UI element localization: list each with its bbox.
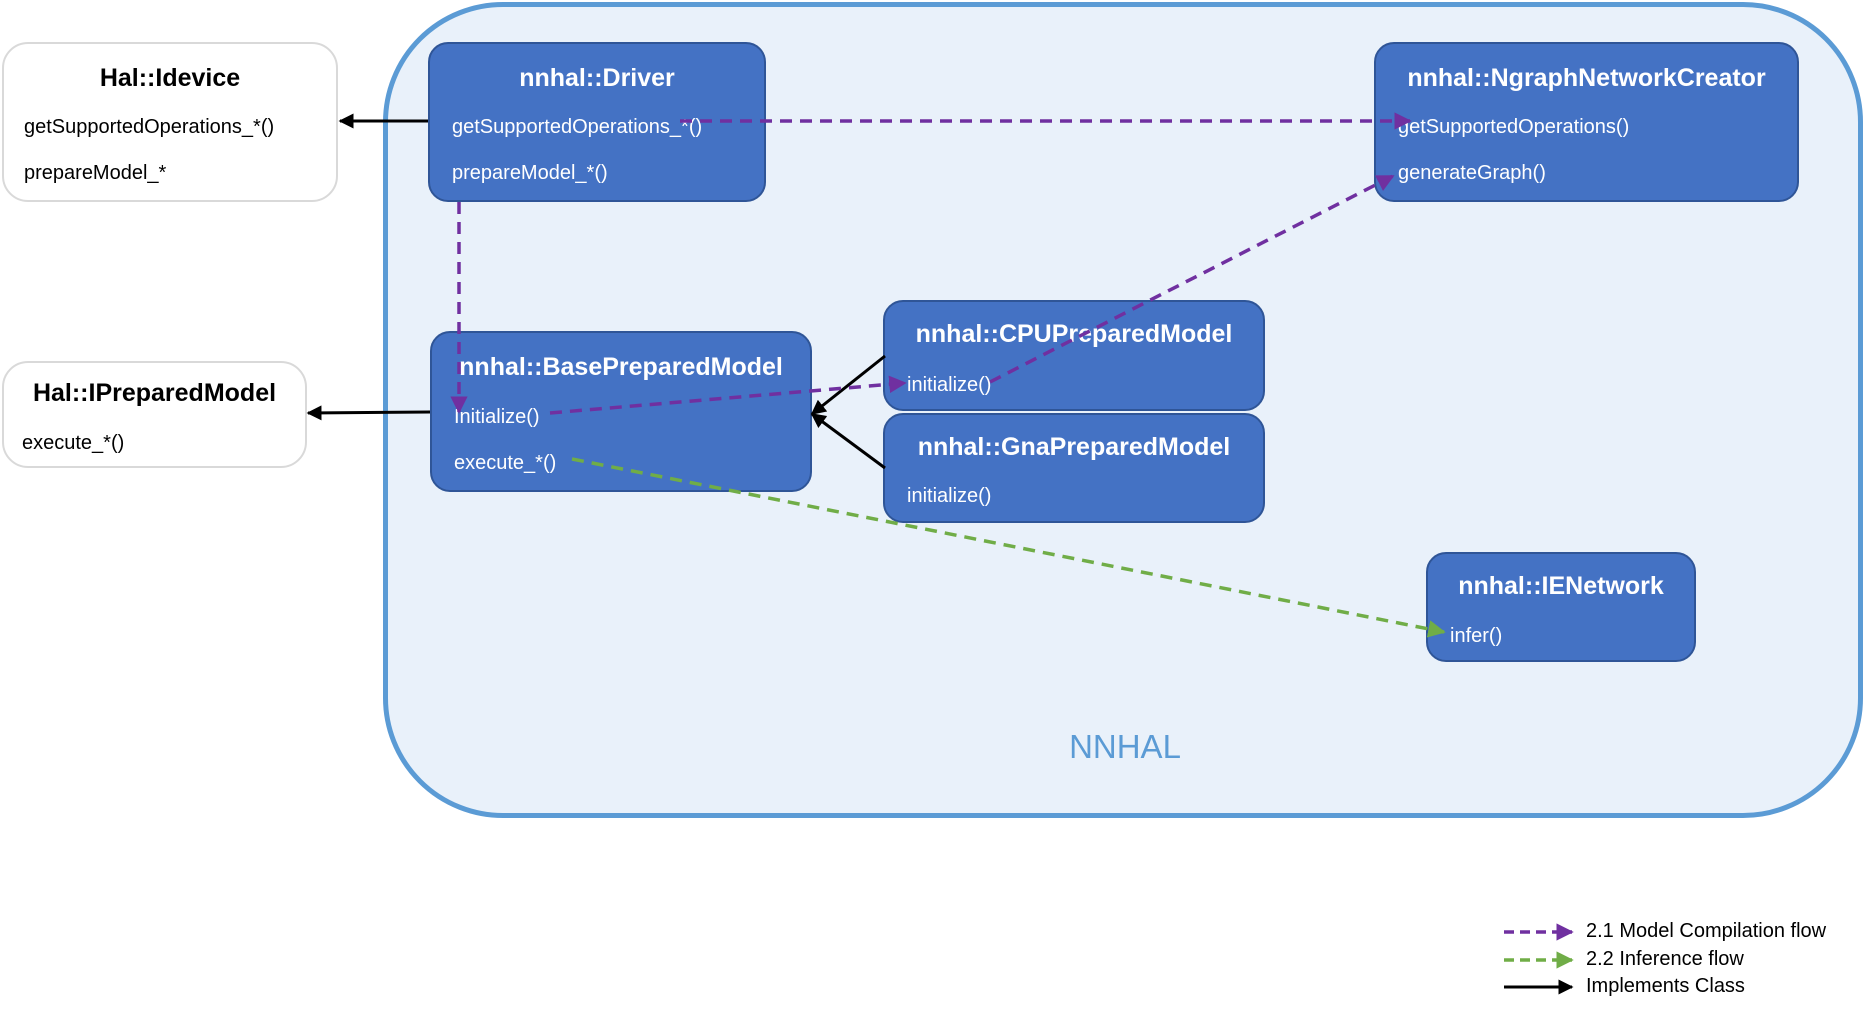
- base-prepared-model-method-execute: execute_*(): [454, 452, 557, 474]
- implements-arrow-cpu-base: [810, 354, 886, 416]
- driver-title: nnhal::Driver: [519, 64, 675, 92]
- base-prepared-model-box: nnhal::BasePreparedModel Initialize() ex…: [430, 331, 812, 492]
- ienetwork-box: nnhal::IENetwork infer(): [1426, 552, 1696, 662]
- base-prepared-model-method-initialize: Initialize(): [454, 406, 540, 428]
- nnhal-container-label: NNHAL: [1069, 728, 1181, 765]
- ngraph-creator-method-generate-graph: generateGraph(): [1398, 162, 1546, 184]
- hal-idevice-method-get-supported: getSupportedOperations_*(): [24, 116, 275, 138]
- ienetwork-method-infer: infer(): [1450, 625, 1503, 647]
- legend-label-implements: Implements Class: [1586, 975, 1745, 997]
- cpu-prepared-model-box: nnhal::CPUPreparedModel initialize(): [883, 300, 1265, 411]
- driver-method-get-supported: getSupportedOperations_*(): [452, 116, 703, 138]
- hal-idevice-method-prepare-model: prepareModel_*: [24, 162, 167, 184]
- base-prepared-model-title: nnhal::BasePreparedModel: [459, 353, 783, 381]
- ngraph-creator-box: nnhal::NgraphNetworkCreator getSupported…: [1374, 42, 1799, 202]
- driver-method-prepare-model: prepareModel_*(): [452, 162, 608, 184]
- gna-prepared-model-method-initialize: initialize(): [907, 485, 992, 507]
- gna-prepared-model-title: nnhal::GnaPreparedModel: [917, 433, 1231, 461]
- hal-iprepared-model-title: Hal::IPreparedModel: [32, 379, 277, 407]
- hal-idevice-box: Hal::Idevice getSupportedOperations_*() …: [2, 42, 338, 202]
- legend-label-inference: 2.2 Inference flow: [1586, 948, 1744, 970]
- ngraph-creator-method-get-supported: getSupportedOperations(): [1398, 116, 1630, 138]
- hal-idevice-title: Hal::Idevice: [99, 64, 241, 92]
- cpu-prepared-model-method-initialize: initialize(): [907, 374, 992, 396]
- legend-label-compilation: 2.1 Model Compilation flow: [1586, 920, 1827, 942]
- hal-iprepared-model-box: Hal::IPreparedModel execute_*(): [2, 361, 307, 468]
- implements-arrow-base-iprepared: [306, 405, 431, 421]
- compilation-arrow-cpu-ngraph: [989, 174, 1395, 384]
- ienetwork-title: nnhal::IENetwork: [1458, 572, 1664, 600]
- hal-iprepared-model-method-execute: execute_*(): [22, 432, 125, 454]
- cpu-prepared-model-title: nnhal::CPUPreparedModel: [915, 320, 1233, 348]
- gna-prepared-model-box: nnhal::GnaPreparedModel initialize(): [883, 413, 1265, 523]
- ngraph-creator-title: nnhal::NgraphNetworkCreator: [1407, 64, 1766, 92]
- implements-arrow-gna-base: [810, 412, 886, 470]
- inference-arrow-base-ienetwork: [571, 457, 1446, 638]
- compilation-arrow-base-cpu: [549, 375, 907, 415]
